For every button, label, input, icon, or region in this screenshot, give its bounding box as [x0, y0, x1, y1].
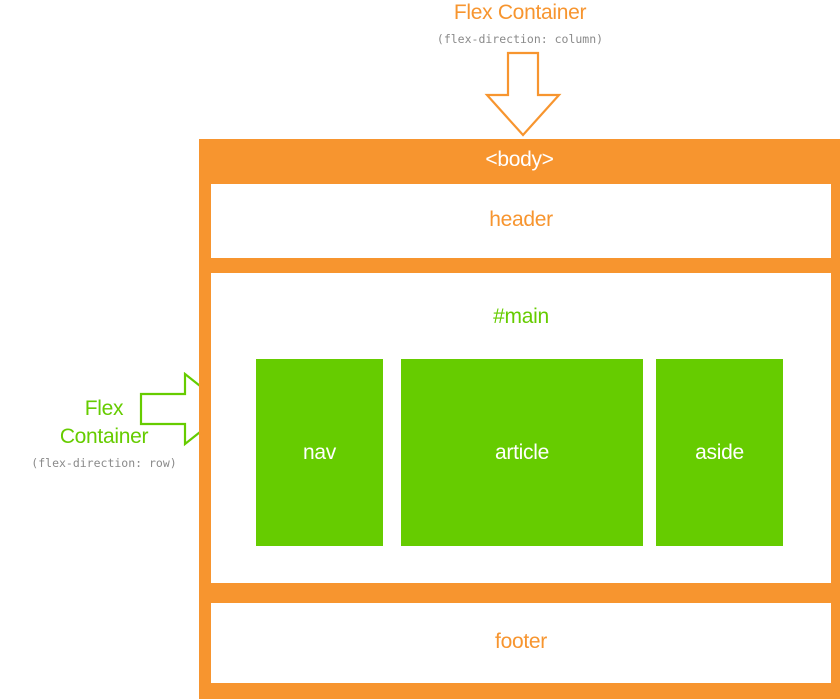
header-label: header: [489, 208, 553, 231]
down-arrow-icon: [484, 51, 562, 137]
article-label: article: [495, 440, 549, 464]
header-block: [211, 184, 831, 258]
body-label: <body>: [485, 148, 554, 171]
column-container-title: Flex Container: [453, 1, 587, 24]
article-block: article: [401, 359, 643, 546]
row-container-title-line1: Flex: [84, 397, 124, 420]
aside-block: aside: [656, 359, 783, 546]
row-container-subtitle: (flex-direction: row): [31, 456, 177, 470]
main-label: #main: [493, 305, 549, 328]
row-container-title-line2: Container: [59, 425, 149, 448]
footer-label: footer: [495, 630, 547, 653]
aside-label: aside: [695, 440, 744, 464]
nav-label: nav: [303, 440, 336, 464]
nav-block: nav: [256, 359, 383, 546]
footer-block: [211, 603, 831, 683]
column-container-subtitle: (flex-direction: column): [436, 32, 604, 46]
